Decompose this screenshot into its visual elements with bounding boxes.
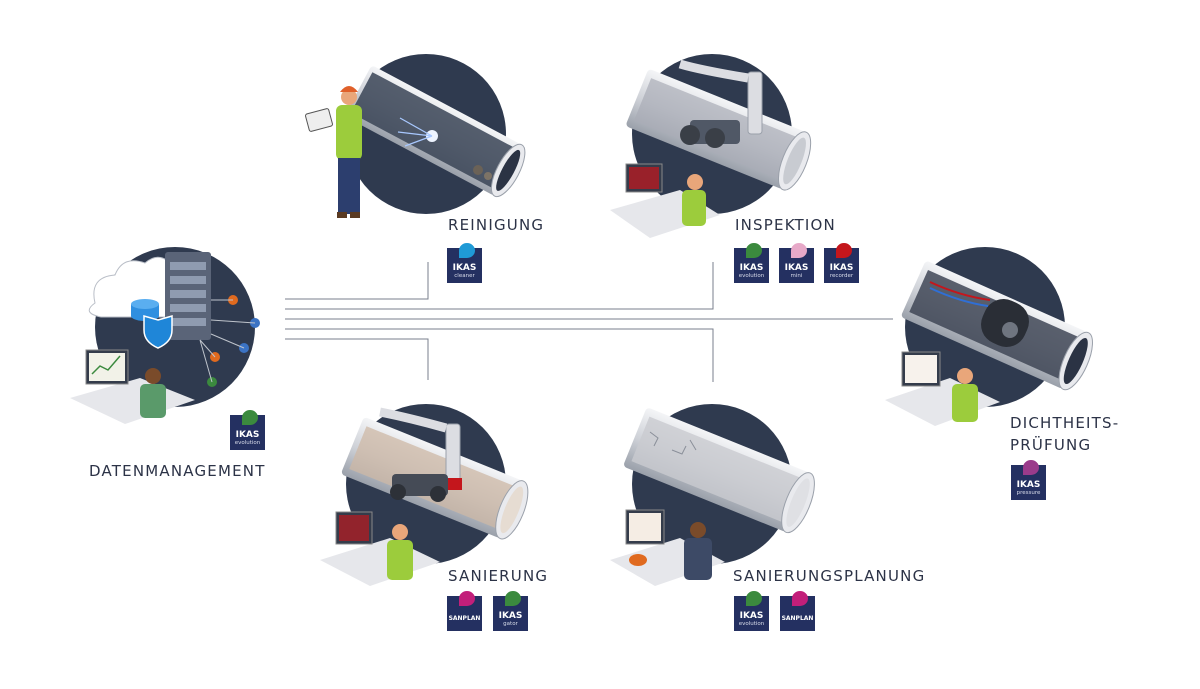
badge-subtitle: evolution [234, 440, 261, 446]
badge-name: IKAS [784, 263, 809, 273]
product-badge-ikas-evolution: IKAS evolution [734, 243, 769, 283]
speech-bubble-icon [459, 591, 475, 606]
speech-bubble-icon [746, 243, 762, 258]
badge-name: IKAS [739, 263, 764, 273]
speech-bubble-icon [1023, 460, 1039, 475]
badge-subtitle: mini [790, 273, 803, 279]
speech-bubble-icon [242, 410, 258, 425]
badge-name: IKAS [235, 430, 260, 440]
speech-bubble-icon [505, 591, 521, 606]
line-to-inspektion [285, 262, 714, 310]
product-badge-ikas-gator: IKAS gator [493, 591, 528, 631]
badge-subtitle: pressure [1016, 490, 1041, 496]
badge-subtitle: cleaner [454, 273, 475, 279]
speech-bubble-icon [792, 591, 808, 606]
product-badge-ikas-recorder: IKAS recorder [824, 243, 859, 283]
badge-name: IKAS [739, 611, 764, 621]
station-title-datenmanagement: DATENMANAGEMENT [89, 462, 266, 480]
speech-bubble-icon [791, 243, 807, 258]
badge-name: SANPLAN [448, 615, 481, 622]
speech-bubble-icon [459, 243, 475, 258]
line-to-sanierungsplanung [285, 328, 714, 382]
badge-name: IKAS [452, 263, 477, 273]
product-badge-ikas-evolution: IKAS evolution [734, 591, 769, 631]
badge-name: SANPLAN [781, 615, 814, 622]
product-badge-ikas-evolution: IKAS evolution [230, 410, 265, 450]
reinigung-illustration [305, 54, 526, 218]
badge-name: IKAS [829, 263, 854, 273]
speech-bubble-icon [836, 243, 852, 258]
product-badge-sanplan: SANPLAN [780, 591, 815, 631]
station-title-reinigung: REINIGUNG [448, 216, 545, 234]
station-title-inspektion: INSPEKTION [735, 216, 836, 234]
station-title-sanierung: SANIERUNG [448, 567, 549, 585]
product-badge-ikas-pressure: IKAS pressure [1011, 460, 1046, 500]
badge-name: IKAS [1016, 480, 1041, 490]
badge-subtitle: evolution [738, 621, 765, 627]
station-title-sanierungsplanung: SANIERUNGSPLANUNG [733, 567, 926, 585]
line-to-reinigung [285, 262, 429, 300]
product-badge-ikas-cleaner: IKAS cleaner [447, 243, 482, 283]
connector-lines [285, 262, 893, 382]
speech-bubble-icon [746, 591, 762, 606]
badge-subtitle: evolution [738, 273, 765, 279]
product-badge-ikas-mini: IKAS mini [779, 243, 814, 283]
datenmanagement-illustration [70, 247, 260, 424]
badge-subtitle: recorder [829, 273, 854, 279]
station-title-dichtheitspruefung: DICHTHEITS- PRÜFUNG [1010, 414, 1120, 454]
badge-name: IKAS [498, 611, 523, 621]
line-to-sanierung [285, 338, 429, 380]
sanierung-illustration [320, 404, 529, 586]
badge-subtitle: gator [503, 621, 518, 627]
dichtheitspruefung-illustration [885, 247, 1093, 426]
product-badge-sanplan: SANPLAN [447, 591, 482, 631]
inspektion-illustration [610, 54, 812, 238]
sanierungsplanung-illustration [610, 404, 815, 586]
